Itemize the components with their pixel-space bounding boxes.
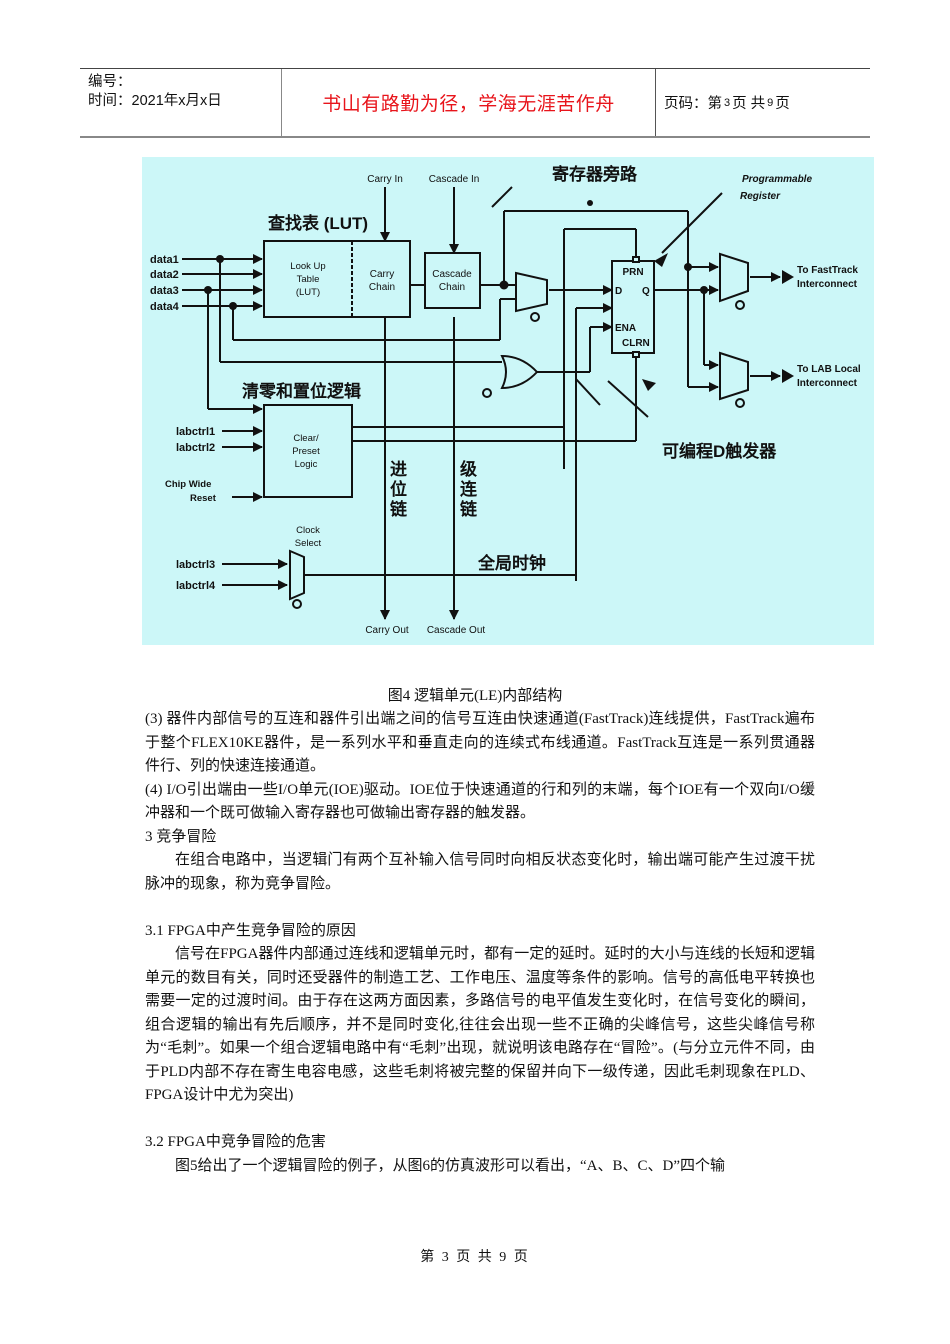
carry-chain-text-1: Carry <box>370 269 394 280</box>
diagram-wires <box>182 186 781 620</box>
labctrl2-label: labctrl2 <box>176 442 215 454</box>
junction-dots <box>204 200 708 310</box>
register-bypass-label: 寄存器旁路 <box>552 164 638 184</box>
data3-label: data3 <box>150 285 179 297</box>
programmable-register-label-2: Register <box>740 191 781 202</box>
carry-chain-cn-1: 进 <box>390 460 407 479</box>
clock-select-label-2: Select <box>295 538 322 549</box>
carry-out-label: Carry Out <box>365 625 409 636</box>
paragraph-harm: 图5给出了一个逻辑冒险的例子，从图6的仿真波形可以看出，“A、B、C、D”四个输 <box>175 1157 725 1174</box>
page-suffix: 页 <box>775 96 790 112</box>
paragraph-causes: 信号在FPGA器件内部通过连线和逻辑单元时，都有一定的延时。延时的大小与连线的长… <box>145 946 815 1103</box>
section-heading-3-1: 3.1 FPGA中产生竞争冒险的原因 <box>145 922 356 939</box>
page-current: 3 <box>724 96 731 109</box>
fasttrack-mux <box>719 252 749 303</box>
page-total: 9 <box>767 96 774 109</box>
labctrl4-label: labctrl4 <box>176 580 216 592</box>
clear-preset-block <box>263 404 353 498</box>
serial-number-label: 编号： <box>88 74 132 90</box>
clear-preset-title: 清零和置位逻辑 <box>242 381 361 401</box>
lut-block-text-3: (LUT) <box>296 287 320 298</box>
programmable-trigger-label: 可编程D触发器 <box>662 441 777 461</box>
cascade-chain-text-2: Chain <box>439 282 465 293</box>
blocks <box>263 240 749 609</box>
register-pointer-arrow <box>654 253 668 267</box>
arrowheads <box>642 253 794 391</box>
cascade-chain-cn-1: 级 <box>460 459 477 479</box>
header-page-number: 页码：第 3 页 共 9 页 <box>656 69 870 136</box>
to-lab-label-1: To LAB Local <box>797 364 861 375</box>
or-gate <box>500 354 539 390</box>
section-heading-3-2: 3.2 FPGA中竞争冒险的危害 <box>145 1134 326 1150</box>
clear-preset-text-3: Logic <box>295 459 318 470</box>
lut-block-text-1: Look Up <box>290 261 325 272</box>
programmable-register-label-1: Programmable <box>742 174 812 185</box>
clear-preset-text-2: Preset <box>292 446 320 457</box>
paragraph-race-hazard: 在组合电路中，当逻辑门有两个互补输入信号同时向相反状态变化时，输出端可能产生过渡… <box>145 852 815 892</box>
trigger-pointer-arrow <box>642 379 656 391</box>
clrn-label: CLRN <box>622 338 650 349</box>
body-text: (3) 器件内部信号的互连和器件引出端之间的信号互连由快速通道(FastTrac… <box>145 708 815 1178</box>
lut-block <box>263 240 411 318</box>
q-label: Q <box>642 286 650 297</box>
ena-label: ENA <box>615 323 636 334</box>
paragraph-ioe: (4) I/O引出端由一些I/O单元(IOE)驱动。IOE位于快速通道的行和列的… <box>145 781 815 822</box>
bypass-mux <box>515 271 548 313</box>
d-label: D <box>615 286 622 297</box>
carry-in-label: Carry In <box>367 174 403 185</box>
paragraph-fasttrack: (3) 器件内部信号的互连和器件引出端之间的信号互连由快速通道(FastTrac… <box>145 711 815 774</box>
cascade-chain-block <box>424 252 481 309</box>
page-footer: 第 3 页 共 9 页 <box>420 1250 530 1265</box>
lut-title: 查找表 (LUT) <box>267 213 368 233</box>
diagram-svg: Carry In Cascade In 寄存器旁路 Programmable R… <box>150 164 861 636</box>
labctrl3-label: labctrl3 <box>176 559 215 571</box>
header-motto: 书山有路勤为径，学海无涯苦作舟 <box>282 69 656 136</box>
figure-caption: 图4 逻辑单元(LE)内部结构 <box>387 688 563 704</box>
le-structure-diagram: Carry In Cascade In 寄存器旁路 Programmable R… <box>142 157 874 645</box>
data2-label: data2 <box>150 269 179 281</box>
clock-select-label-1: Clock <box>296 525 320 536</box>
cascade-chain-cn-3: 链 <box>460 499 478 519</box>
global-clock-label: 全局时钟 <box>477 553 546 573</box>
lut-block-text-2: Table <box>297 274 320 285</box>
clear-preset-text-1: Clear/ <box>293 433 319 444</box>
cascade-in-label: Cascade In <box>429 174 480 185</box>
prn-label: PRN <box>622 267 643 278</box>
to-lab-label-2: Interconnect <box>797 378 858 389</box>
data4-label: data4 <box>150 301 180 313</box>
header-meta: 编号： 时间：2021年x月x日 <box>80 69 282 136</box>
clock-select-mux <box>289 549 305 601</box>
data1-label: data1 <box>150 254 179 266</box>
to-fasttrack-label-1: To FastTrack <box>797 265 858 276</box>
chip-wide-reset-label-1: Chip Wide <box>165 479 211 490</box>
carry-chain-cn-3: 链 <box>390 499 408 519</box>
page-mid: 页 共 <box>732 96 766 112</box>
page-header: 编号： 时间：2021年x月x日 书山有路勤为径，学海无涯苦作舟 页码：第 3 … <box>80 68 870 138</box>
date-label: 时间：2021年x月x日 <box>88 93 222 109</box>
labctrl1-label: labctrl1 <box>176 426 215 438</box>
chip-wide-reset-label-2: Reset <box>190 493 217 504</box>
carry-chain-text-2: Chain <box>369 282 395 293</box>
to-fasttrack-label-2: Interconnect <box>797 279 858 290</box>
carry-chain-cn-2: 位 <box>390 479 407 499</box>
cascade-chain-cn-2: 连 <box>460 479 478 499</box>
cascade-out-label: Cascade Out <box>427 625 486 636</box>
page-prefix: 页码：第 <box>664 96 722 112</box>
lab-mux <box>719 351 749 401</box>
section-heading-3: 3 竞争冒险 <box>145 828 217 845</box>
cascade-chain-text-1: Cascade <box>432 269 472 280</box>
